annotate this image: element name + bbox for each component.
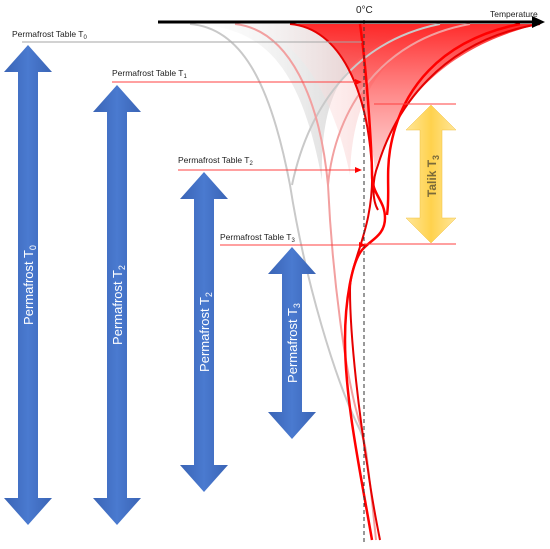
curve-t3-cold xyxy=(343,23,387,541)
permafrost-arrow-label-t3: Permafrost T3 xyxy=(285,303,302,383)
permafrost-arrow-t1: Permafrost T2 xyxy=(93,85,141,525)
permafrost-arrow-label-t1: Permafrost T2 xyxy=(110,265,127,345)
talik-label: Talik T3 xyxy=(425,155,441,197)
table-arrowhead-t3 xyxy=(359,242,366,248)
curve-t1-warm xyxy=(327,23,471,186)
envelope-t2 xyxy=(290,24,540,170)
curve-t0-warm xyxy=(291,23,441,186)
temperature-label: Temperature xyxy=(490,9,538,19)
permafrost-arrow-t2: Permafrost T2 xyxy=(180,172,228,492)
curve-t3-warm xyxy=(385,22,521,216)
table-arrowhead-t2 xyxy=(355,167,362,173)
table-label-t3: Permafrost Table T3 xyxy=(220,232,296,244)
permafrost-arrow-t3: Permafrost T3 xyxy=(268,247,316,439)
envelope-t1 xyxy=(235,24,470,175)
table-label-t2: Permafrost Table T2 xyxy=(178,155,254,167)
envelope-t0 xyxy=(190,24,440,180)
table-label-t0: Permafrost Table T0 xyxy=(12,29,88,41)
permafrost-arrow-label-t2: Permafrost T2 xyxy=(197,292,214,372)
table-label-t1: Permafrost Table T1 xyxy=(112,68,188,80)
zero-degree-label: 0°C xyxy=(356,5,373,16)
curve-t2-warm xyxy=(372,23,541,211)
permafrost-arrow-label-t0: Permafrost T0 xyxy=(21,245,38,325)
temperature-axis-arrowhead xyxy=(532,16,545,28)
talik-arrow: Talik T3 xyxy=(405,104,457,244)
table-arrowhead-t1 xyxy=(355,79,362,85)
permafrost-arrow-t0: Permafrost T0 xyxy=(4,45,52,525)
